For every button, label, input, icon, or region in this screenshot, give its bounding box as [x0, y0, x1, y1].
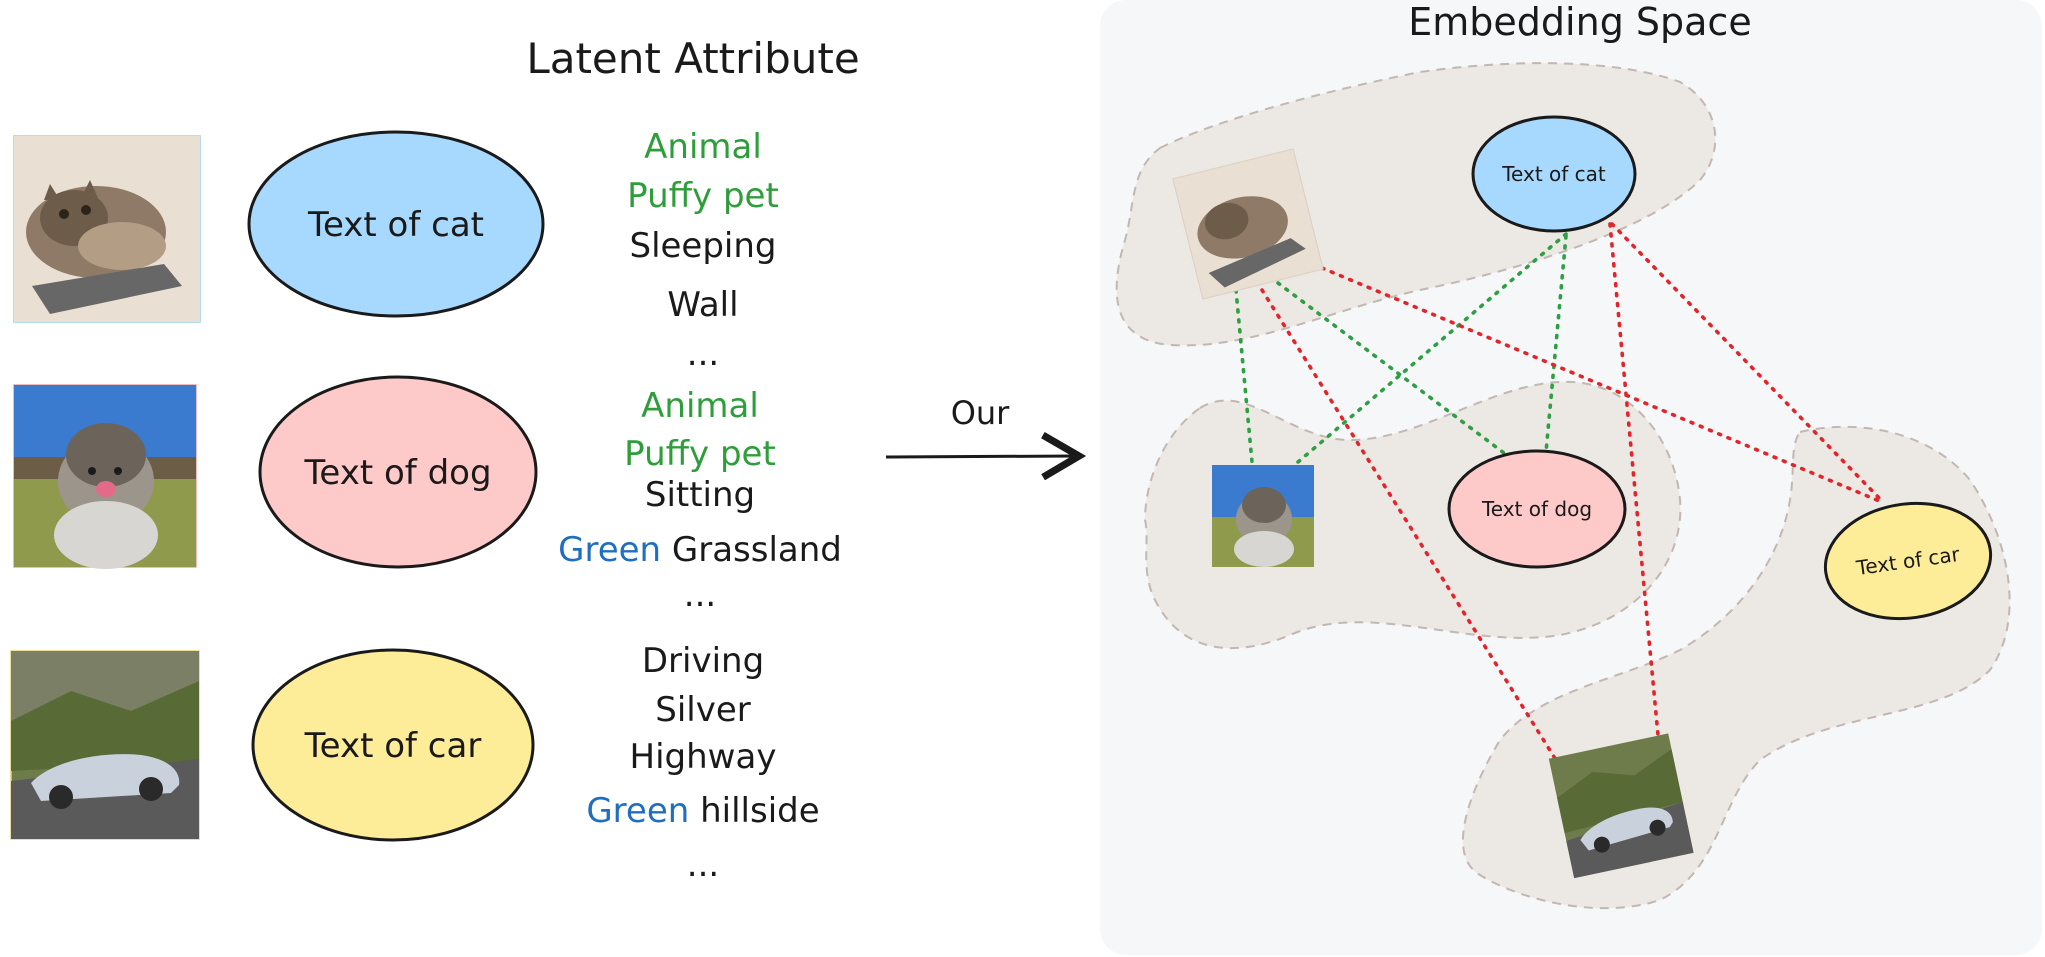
dog-text-ellipse	[258, 375, 538, 569]
embedding-dog-text-label: Text of dog	[1481, 497, 1592, 521]
link-cat-image-dog-text	[1276, 281, 1510, 458]
car-image	[10, 650, 200, 840]
attribute-word: Sleeping	[629, 226, 776, 266]
negative-links	[1260, 222, 1886, 762]
attribute-item: Silver	[655, 690, 751, 730]
embedding-car-text-group: Text of car	[1823, 501, 1993, 621]
positive-links	[1234, 232, 1568, 464]
transform-arrow	[885, 456, 1076, 457]
embedding-dog-image	[1212, 465, 1314, 567]
car-text-label: Text of car	[304, 726, 482, 766]
attribute-item: Animal	[644, 127, 762, 167]
attribute-word: Highway	[630, 737, 777, 777]
car-text-ellipse	[251, 648, 535, 842]
left-title: Latent Attribute	[526, 34, 859, 83]
attribute-item: Driving	[642, 641, 764, 681]
embedding-dog-text	[1447, 449, 1627, 569]
attribute-word: Puffy pet	[627, 176, 779, 216]
dog-image	[13, 384, 197, 569]
attribute-item: Green Grassland	[558, 530, 842, 570]
attribute-word: hillside	[689, 791, 819, 831]
link-cat-image-dog-image	[1234, 288, 1254, 464]
embedding-cat-text	[1471, 115, 1637, 233]
embedding-car-image	[1548, 733, 1694, 879]
right-title: Embedding Space	[1408, 0, 1751, 44]
attribute-word: ...	[687, 845, 719, 885]
attribute-word: Grassland	[661, 530, 842, 570]
attribute-item: ...	[684, 575, 716, 615]
attribute-word: Green	[558, 530, 661, 570]
link-cat-image-car-text	[1320, 266, 1886, 505]
attribute-word: ...	[687, 334, 719, 374]
attribute-item: ...	[687, 845, 719, 885]
link-cat-image-car-image	[1260, 288, 1558, 762]
attribute-item: Puffy pet	[627, 176, 779, 216]
dog-text-label: Text of dog	[303, 453, 491, 493]
attribute-word: Green	[586, 791, 689, 831]
attribute-word: Driving	[642, 641, 764, 681]
embedding-cat-text-label: Text of cat	[1501, 162, 1606, 186]
attribute-item: Sleeping	[629, 226, 776, 266]
attribute-word: Wall	[667, 285, 738, 325]
attribute-word: Animal	[641, 386, 759, 426]
cat-text-ellipse	[247, 130, 545, 318]
attribute-word: Puffy pet	[624, 434, 776, 474]
attribute-item: Highway	[630, 737, 777, 777]
attribute-word: Sitting	[645, 475, 755, 515]
link-dog-image-cat-text	[1296, 232, 1568, 464]
attribute-item: Animal	[641, 386, 759, 426]
cat-image	[13, 135, 201, 323]
attribute-word: ...	[684, 575, 716, 615]
embedding-car-text	[1823, 501, 1993, 621]
attribute-item: Wall	[667, 285, 738, 325]
attribute-word: Silver	[655, 690, 751, 730]
attribute-word: Animal	[644, 127, 762, 167]
embedding-cat-image	[1172, 148, 1324, 300]
link-cat-text-dog-text	[1544, 234, 1568, 454]
arrow-label: Our	[951, 394, 1010, 432]
attribute-item: Sitting	[645, 475, 755, 515]
attribute-item: Puffy pet	[624, 434, 776, 474]
attribute-item: Green hillside	[586, 791, 819, 831]
cat-text-label: Text of cat	[307, 205, 484, 245]
attribute-item: ...	[687, 334, 719, 374]
